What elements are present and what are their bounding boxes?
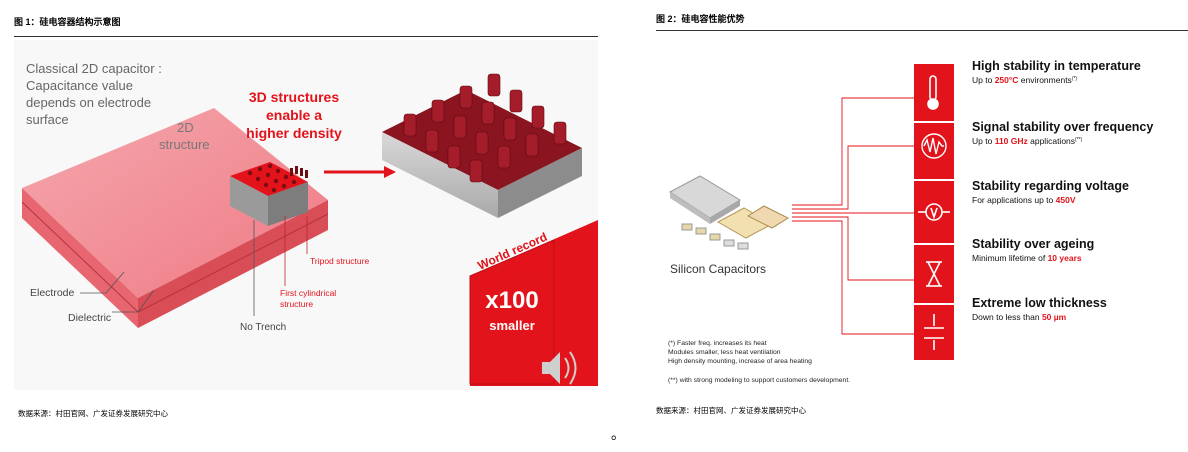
connector-lines [792, 97, 914, 335]
trench-cube-front [230, 176, 268, 226]
trench-holes [247, 163, 297, 193]
icon-separators [914, 121, 954, 305]
feature-voltage: Stability regarding voltage For applicat… [972, 179, 1129, 205]
feature-highlight: 10 years [1048, 253, 1082, 263]
feature-title: High stability in temperature [972, 59, 1141, 73]
feature-title: Stability over ageing [972, 237, 1094, 251]
slab-side [138, 200, 328, 328]
no-trench-label: No Trench [240, 322, 286, 333]
footnote1-line2: Modules smaller, less heat ventilation [668, 349, 781, 356]
feature-detail-tail: environments [1018, 75, 1071, 85]
feature-detail: Up to [972, 75, 995, 85]
feature-thickness: Extreme low thickness Down to less than … [972, 296, 1107, 322]
figure2-source: 数据来源：村田官网、广发证券发展研究中心 [656, 406, 806, 415]
footnote-mark: (**) [1075, 137, 1083, 143]
hourglass-icon [926, 261, 942, 287]
footnote1-line1: (*) Faster freq. increases its heat [668, 340, 767, 347]
tripod-pillars [290, 166, 308, 178]
figure1-source: 数据来源：村田官网、广发证券发展研究中心 [18, 409, 168, 418]
svg-text:For applications up to 450V: For applications up to 450V [972, 195, 1076, 205]
figure2-title: 图 2：硅电容性能优势 [656, 14, 745, 24]
trench-cube-top [230, 162, 308, 196]
classical-caption-line1: Classical 2D capacitor : [26, 61, 162, 76]
silicon-capacitor-advantages-diagram: Silicon Capacitors [652, 42, 1184, 392]
svg-text:Up to 110 GHz applications(**): Up to 110 GHz applications(**) [972, 136, 1083, 146]
feature-highlight: 450V [1056, 195, 1076, 205]
voltage-icon [918, 203, 950, 221]
electrode-line [21, 201, 139, 313]
feature-title: Extreme low thickness [972, 296, 1107, 310]
footnote-mark: (*) [1072, 76, 1078, 82]
classical-caption-line2: Capacitance value [26, 78, 133, 93]
2d-label-line1: 2D [177, 120, 194, 135]
silicon-capacitors-label: Silicon Capacitors [670, 262, 766, 276]
feature-ageing: Stability over ageing Minimum lifetime o… [972, 237, 1094, 263]
dielectric-label: Dielectric [68, 312, 111, 324]
feature-detail: For applications up to [972, 195, 1056, 205]
page-marker: 。 [611, 426, 625, 442]
footnote2: (**) with strong modeling to support cus… [668, 377, 850, 384]
feature-detail: Down to less than [972, 312, 1042, 322]
trench-cube-side [268, 182, 308, 226]
svg-text:Minimum lifetime of 10 years: Minimum lifetime of 10 years [972, 253, 1082, 263]
feature-temperature: High stability in temperature Up to 250°… [972, 59, 1141, 85]
feature-detail-tail: applications [1028, 136, 1075, 146]
block-front [382, 132, 498, 218]
slab-top [22, 108, 328, 298]
classical-caption-line3: depends on electrode [26, 95, 151, 110]
tripod-label: Tripod structure [310, 256, 369, 266]
feature-detail: Minimum lifetime of [972, 253, 1048, 263]
smaller-label: smaller [489, 318, 535, 333]
svg-text:Up to 250°C environments(*): Up to 250°C environments(*) [972, 75, 1077, 85]
feature-title: Stability regarding voltage [972, 179, 1129, 193]
silicon-capacitor-chips [669, 175, 790, 250]
x100-label: x100 [485, 287, 538, 314]
figure2-title-rule [656, 30, 1188, 31]
2d-label-line2: structure [159, 137, 210, 152]
feature-frequency: Signal stability over frequency Up to 11… [972, 120, 1153, 146]
3d-caption-line1: 3D structures [249, 89, 339, 105]
electrode-line-side [137, 213, 329, 313]
first-cylindrical-line1: First cylindrical [280, 288, 336, 298]
silicon-capacitor-structure-diagram: Classical 2D capacitor : Capacitance val… [14, 40, 598, 390]
first-cylindrical-line2: structure [280, 299, 313, 309]
electrode-label: Electrode [30, 287, 75, 299]
slab-front [22, 188, 138, 328]
x100-panel [469, 239, 555, 385]
feature-highlight: 250°C [995, 75, 1019, 85]
thickness-icon [924, 314, 944, 350]
speaker-icon[interactable] [542, 351, 577, 385]
structure-illustration: Classical 2D capacitor : Capacitance val… [21, 61, 598, 386]
feature-detail: Up to [972, 136, 995, 146]
footnote1-line3: High density mounting, increase of area … [668, 358, 812, 365]
thermometer-icon [927, 75, 939, 110]
figure1-title: 图 1：硅电容器结构示意图 [14, 17, 121, 27]
3d-caption-line2: enable a [266, 107, 322, 123]
block-side [498, 148, 582, 218]
3d-caption-line3: higher density [246, 125, 342, 141]
feature-title: Signal stability over frequency [972, 120, 1153, 134]
classical-caption-line4: surface [26, 112, 69, 127]
svg-text:Down to less than 50 µm: Down to less than 50 µm [972, 312, 1067, 322]
3d-tripod-array [403, 73, 567, 183]
frequency-wave-icon [921, 133, 947, 159]
advantages-illustration: Silicon Capacitors [668, 59, 1153, 384]
feature-highlight: 110 GHz [995, 136, 1028, 146]
figure1-title-rule [14, 36, 598, 37]
feature-highlight: 50 µm [1042, 312, 1067, 322]
